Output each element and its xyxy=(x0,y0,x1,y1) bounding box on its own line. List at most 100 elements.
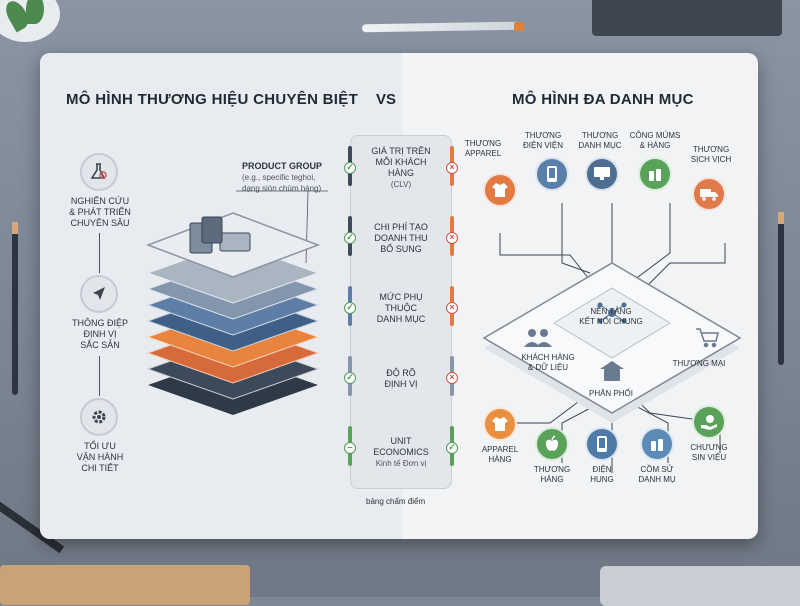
step-3-line1: TỐI ƯU xyxy=(84,441,116,451)
bottom-node-1-line1: APPAREL xyxy=(481,445,519,454)
row-1-line2: MỖI KHÁCH xyxy=(375,157,427,167)
bottom-node-2-line2: HÀNG xyxy=(540,475,564,484)
cross-icon: × xyxy=(446,302,458,314)
row-5-line1: UNIT xyxy=(390,436,412,446)
network-icon xyxy=(597,302,627,324)
smartphone-icon xyxy=(585,427,619,461)
tshirt-icon xyxy=(483,173,517,207)
bottles-icon xyxy=(640,427,674,461)
step-1-label: NGHIÊN CỨU & PHÁT TRIỂN CHUYÊN SÂU xyxy=(58,196,142,229)
hub-center-label: NỀN TẢNG KẾT NỐI CHUNG xyxy=(576,307,646,327)
bottles-icon xyxy=(638,157,672,191)
bottom-node-4-line2: DANH MỤ xyxy=(638,475,676,484)
bottom-node-2-label: THƯƠNG HÀNG xyxy=(517,465,587,485)
row-5-sub: Kinh tế Đơn vị xyxy=(375,459,427,468)
step-3-label: TỐI ƯU VẬN HÀNH CHI TIẾT xyxy=(58,441,142,474)
bottom-node-3-line1: ĐIỆN xyxy=(592,465,612,474)
cross-icon: × xyxy=(446,232,458,244)
vs-label: VS xyxy=(376,91,397,108)
row-3-line2: THUỘC xyxy=(385,303,417,313)
hub-bottom-label: PHÂN PHỐI xyxy=(588,389,633,398)
row-3-line1: MỨC PHỤ xyxy=(379,292,423,302)
people-icon xyxy=(524,329,552,347)
apple-icon xyxy=(535,427,569,461)
layer-stack xyxy=(145,212,321,415)
cross-icon: × xyxy=(446,372,458,384)
check-icon: ✓ xyxy=(344,302,356,314)
top-node-4-label: CÔNG MÚMS & HÀNG xyxy=(620,131,690,151)
top-node-2-label: THƯƠNG ĐIỆN VIỆN xyxy=(508,131,578,151)
scorecard-row-4: ĐỘ RÕ ĐỊNH VỊ xyxy=(351,368,451,390)
row-2-line1: CHI PHÍ TẠO xyxy=(374,222,428,232)
top-node-2-line2: ĐIỆN VIỆN xyxy=(522,141,563,150)
hub-right-label: THƯƠNG MẠI xyxy=(672,359,726,368)
top-node-5-label: THƯƠNG SỊCH VỊCH xyxy=(676,145,746,165)
top-node-3-line2: DANH MỤC xyxy=(578,141,622,150)
cart-icon xyxy=(696,328,719,348)
bottom-node-4-label: CỒM SỬ DANH MỤ xyxy=(622,465,692,485)
bottom-node-3-label: ĐIỆN HUNG xyxy=(567,465,637,485)
arrow-connector xyxy=(99,233,100,273)
step-2-line1: THÔNG ĐIỆP xyxy=(71,318,128,328)
bottom-node-5-line1: CHƯƯNG xyxy=(690,443,728,452)
notebook xyxy=(592,0,782,36)
bottom-node-5-label: CHƯƯNG SIN VIỆU xyxy=(674,443,744,463)
hand-coin-icon xyxy=(692,405,726,439)
pen-tip xyxy=(514,22,524,31)
top-node-1-line1: THƯƠNG xyxy=(464,139,502,148)
row-2-line3: BỔ SUNG xyxy=(380,244,422,254)
bottom-node-1-line2: HÀNG xyxy=(488,455,512,464)
layer-stack-illustration xyxy=(145,190,328,415)
row-4-line2: ĐỊNH VỊ xyxy=(384,379,418,389)
hub-center-line2: KẾT NỐI CHUNG xyxy=(579,317,643,326)
row-3-line3: DANH MỤC xyxy=(376,314,426,324)
right-title: MÔ HÌNH ĐA DANH MỤC xyxy=(512,91,694,108)
step-3-line3: CHI TIẾT xyxy=(81,463,119,473)
left-title: MÔ HÌNH THƯƠNG HIỆU CHUYÊN BIỆT xyxy=(66,91,359,108)
step-2-label: THÔNG ĐIỆP ĐỊNH VỊ SẮC SẢN xyxy=(58,318,142,351)
step-3-line2: VẬN HÀNH xyxy=(76,452,124,462)
book xyxy=(0,565,250,605)
check-icon: ✓ xyxy=(446,442,458,454)
distribution-icon xyxy=(600,361,624,381)
row-4-line1: ĐỘ RÕ xyxy=(386,368,416,378)
hub-left-line1: KHÁCH HÀNG xyxy=(521,353,575,362)
product-group-label: PRODUCT GROUP (e.g., specific teghoi, dạ… xyxy=(242,161,352,194)
row-5-line2: ECONOMICS xyxy=(373,447,429,457)
scorecard-row-5: UNIT ECONOMICS Kinh tế Đơn vị xyxy=(351,436,451,469)
check-icon: ✓ xyxy=(344,162,356,174)
truck-icon xyxy=(692,177,726,211)
hub-center-line1: NỀN TẢNG xyxy=(590,307,632,316)
scorecard-row-1: GIÁ TRỊ TRÊN MỖI KHÁCH HÀNG (CLV) xyxy=(351,146,451,190)
check-icon: ✓ xyxy=(344,232,356,244)
scorecard-row-3: MỨC PHỤ THUỘC DANH MỤC xyxy=(351,292,451,325)
top-node-1-label: THƯƠNG APPAREL xyxy=(448,139,518,159)
product-group-line2: dạng sión chùm hàng) xyxy=(242,184,322,193)
navigation-arrow-icon xyxy=(80,275,118,313)
step-2-line2: ĐỊNH VỊ xyxy=(83,329,117,339)
bottom-node-1-label: APPAREL HÀNG xyxy=(465,445,535,465)
step-1-line1: NGHIÊN CỨU xyxy=(70,196,130,206)
flask-magnifier-icon xyxy=(80,153,118,191)
connector-lines xyxy=(499,203,726,473)
monitor-icon xyxy=(585,157,619,191)
scorecard-footer: bảng chấm điểm xyxy=(366,497,426,506)
top-node-5-line1: THƯƠNG xyxy=(692,145,730,154)
pencil-right xyxy=(778,215,784,365)
step-1-line2: & PHÁT TRIỂN xyxy=(69,207,131,217)
top-node-4-line2: & HÀNG xyxy=(639,141,671,150)
top-node-1-line2: APPAREL xyxy=(464,149,502,158)
top-node-2-line1: THƯƠNG xyxy=(524,131,562,140)
top-node-4-line1: CÔNG MÚMS xyxy=(629,131,681,140)
top-node-3-line1: THƯƠNG xyxy=(581,131,619,140)
hub-left-label: KHÁCH HÀNG & DỮ LIỆU xyxy=(508,353,588,373)
row-2-line2: DOANH THU xyxy=(374,233,428,243)
laptop xyxy=(600,566,800,606)
top-node-5-line2: SỊCH VỊCH xyxy=(690,155,732,164)
row-1-sub: (CLV) xyxy=(390,180,412,189)
step-2-line3: SẮC SẢN xyxy=(80,340,120,350)
scorecard-row-2: CHI PHÍ TẠO DOANH THU BỔ SUNG xyxy=(351,222,451,255)
top-node-3-label: THƯƠNG DANH MỤC xyxy=(565,131,635,151)
bottom-node-3-line2: HUNG xyxy=(590,475,614,484)
step-1-line3: CHUYÊN SÂU xyxy=(70,218,130,228)
